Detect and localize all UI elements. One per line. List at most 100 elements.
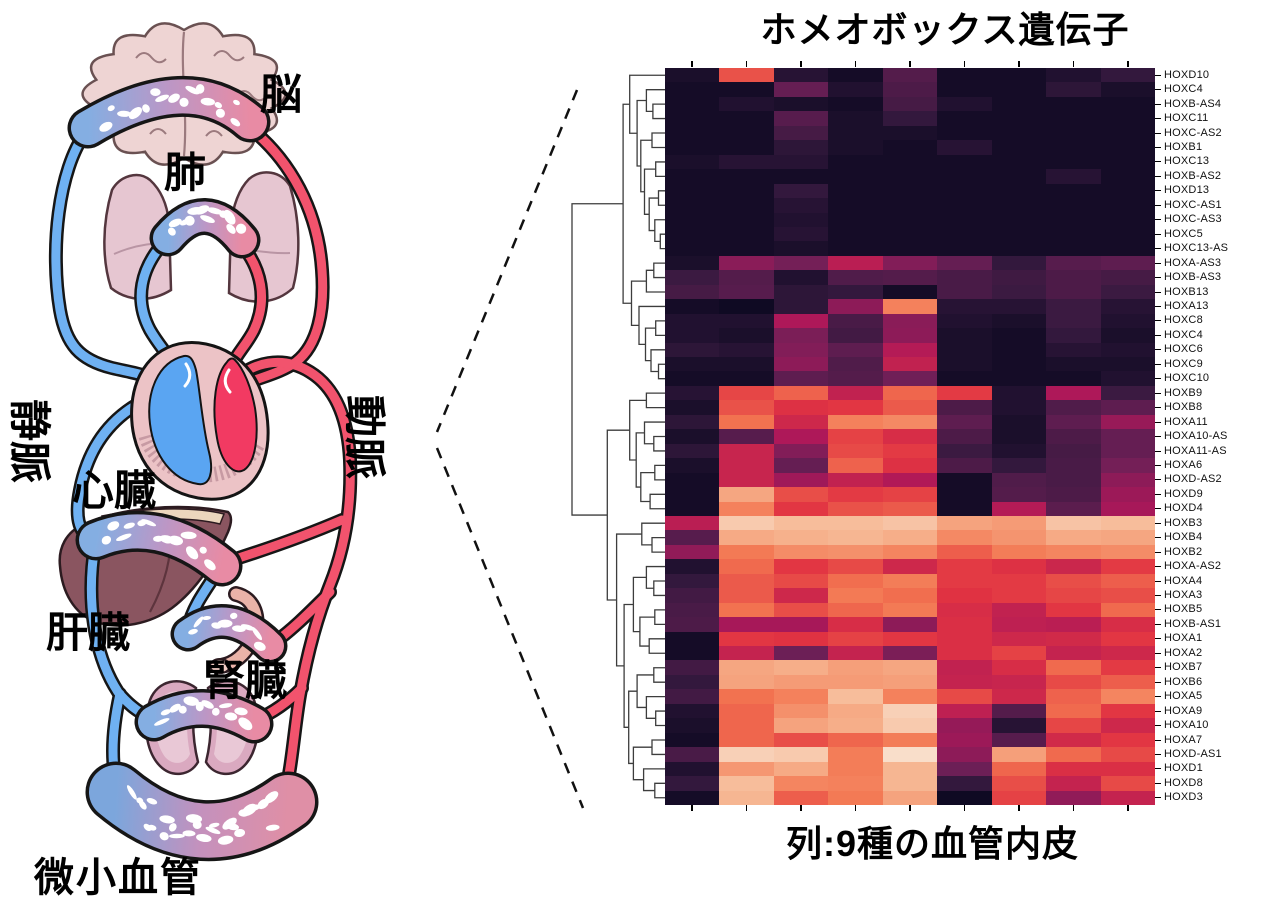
column-tick xyxy=(909,805,911,811)
heatmap-cell xyxy=(773,226,829,242)
heatmap-cell xyxy=(937,111,992,126)
heatmap-cell xyxy=(1046,689,1101,704)
row-tick-icon xyxy=(1155,407,1161,409)
heatmap-cell xyxy=(991,458,1047,473)
heatmap-cell xyxy=(665,414,720,430)
gene-row-label: HOXB9 xyxy=(1155,386,1281,400)
heatmap-cell xyxy=(937,631,992,647)
heatmap-cell xyxy=(719,414,774,430)
heatmap-cell xyxy=(882,602,938,618)
heatmap-cell xyxy=(991,703,1047,719)
gene-name: HOXC-AS1 xyxy=(1164,198,1222,211)
row-tick-icon xyxy=(1155,464,1161,466)
gene-row-label: HOXD8 xyxy=(1155,776,1281,790)
gene-row-label: HOXB1 xyxy=(1155,140,1281,154)
heatmap-cell xyxy=(828,328,883,343)
microvessels-label: 微小血管 xyxy=(34,856,202,900)
heatmap-cell xyxy=(828,270,883,285)
gene-row-label: HOXB7 xyxy=(1155,661,1281,675)
heatmap-cell xyxy=(828,530,883,545)
heatmap-cell xyxy=(773,660,829,675)
heatmap-cell xyxy=(719,270,774,285)
heatmap-cell xyxy=(1046,429,1101,444)
row-tick-icon xyxy=(1155,667,1161,669)
heatmap-cell xyxy=(937,183,992,199)
heatmap-cell xyxy=(1046,602,1101,618)
heatmap-cell xyxy=(773,385,829,401)
heatmap-cell xyxy=(1046,790,1101,805)
heatmap-cell xyxy=(1046,458,1101,473)
heatmap-cell xyxy=(665,385,720,401)
heatmap-cell xyxy=(828,96,883,112)
heatmap-cell xyxy=(991,96,1047,112)
heatmap-cell xyxy=(1100,212,1155,227)
heatmap-cell xyxy=(773,96,829,112)
heatmap-cell xyxy=(1100,689,1155,704)
column-tick xyxy=(909,61,911,67)
heatmap-cell xyxy=(665,313,720,329)
heatmap-cell xyxy=(719,183,774,199)
heatmap-cell xyxy=(1100,703,1155,719)
heatmap-cell xyxy=(882,631,938,647)
heatmap-cell xyxy=(882,718,938,733)
heatmap-cell xyxy=(828,559,883,574)
heatmap-cell xyxy=(991,515,1047,531)
heatmap-cell xyxy=(828,154,883,170)
row-tick-icon xyxy=(1155,334,1161,336)
heatmap-cell xyxy=(991,790,1047,805)
heatmap-cell xyxy=(773,617,829,632)
gene-name: HOXB8 xyxy=(1164,401,1203,414)
heatmap-cell xyxy=(773,125,829,141)
heatmap-cell xyxy=(991,284,1047,300)
gene-name: HOXA5 xyxy=(1164,690,1203,703)
heatmap-cell xyxy=(937,255,992,271)
gene-row-label: HOXC-AS3 xyxy=(1155,213,1281,227)
heatmap-cell xyxy=(665,198,720,213)
heatmap-cell xyxy=(882,501,938,516)
heatmap-cell xyxy=(1046,154,1101,170)
gene-name: HOXD-AS2 xyxy=(1164,473,1222,486)
heatmap-cell xyxy=(828,284,883,300)
gene-row-label: HOXD13 xyxy=(1155,184,1281,198)
row-tick-icon xyxy=(1155,146,1161,148)
heatmap-cell xyxy=(773,646,829,661)
gene-name: HOXA13 xyxy=(1164,299,1209,312)
heatmap-cell xyxy=(773,530,829,545)
gene-row-label: HOXA13 xyxy=(1155,299,1281,313)
heatmap-cell xyxy=(665,689,720,704)
heatmap-cell xyxy=(719,371,774,386)
heatmap-cell xyxy=(1100,501,1155,516)
heatmap-cell xyxy=(1046,342,1101,358)
capillary-beds xyxy=(67,76,319,862)
heatmap-cell xyxy=(1046,68,1101,83)
heatmap-cell xyxy=(1100,776,1155,791)
heatmap-cell xyxy=(665,255,720,271)
heatmap-cell xyxy=(665,703,720,719)
heatmap-cell xyxy=(1100,68,1155,83)
heatmap-cell xyxy=(719,646,774,661)
gene-name: HOXA3 xyxy=(1164,589,1203,602)
heatmap-cell xyxy=(719,487,774,502)
heatmap-cell xyxy=(991,313,1047,329)
heatmap-cell xyxy=(773,472,829,488)
row-tick-icon xyxy=(1155,248,1161,250)
heatmap-cell xyxy=(1046,631,1101,647)
heatmap-cell xyxy=(719,559,774,574)
heatmap-cell xyxy=(665,617,720,632)
column-tick xyxy=(1072,61,1075,67)
gene-row-label: HOXC4 xyxy=(1155,82,1281,96)
gene-row-label: HOXB-AS4 xyxy=(1155,97,1281,111)
heatmap-cell xyxy=(665,544,720,560)
gene-name: HOXA2 xyxy=(1164,646,1203,659)
heatmap-cell xyxy=(665,96,720,112)
column-tick xyxy=(854,61,857,67)
row-tick-icon xyxy=(1155,161,1161,163)
gene-name: HOXD8 xyxy=(1164,776,1203,789)
heatmap-cell xyxy=(937,154,992,170)
heatmap-cell xyxy=(991,573,1047,589)
heatmap-cell xyxy=(991,718,1047,733)
gene-row-label: HOXD1 xyxy=(1155,762,1281,776)
heatmap-cell xyxy=(882,515,938,531)
heatmap-cell xyxy=(991,400,1047,415)
heatmap-cell xyxy=(1100,154,1155,170)
